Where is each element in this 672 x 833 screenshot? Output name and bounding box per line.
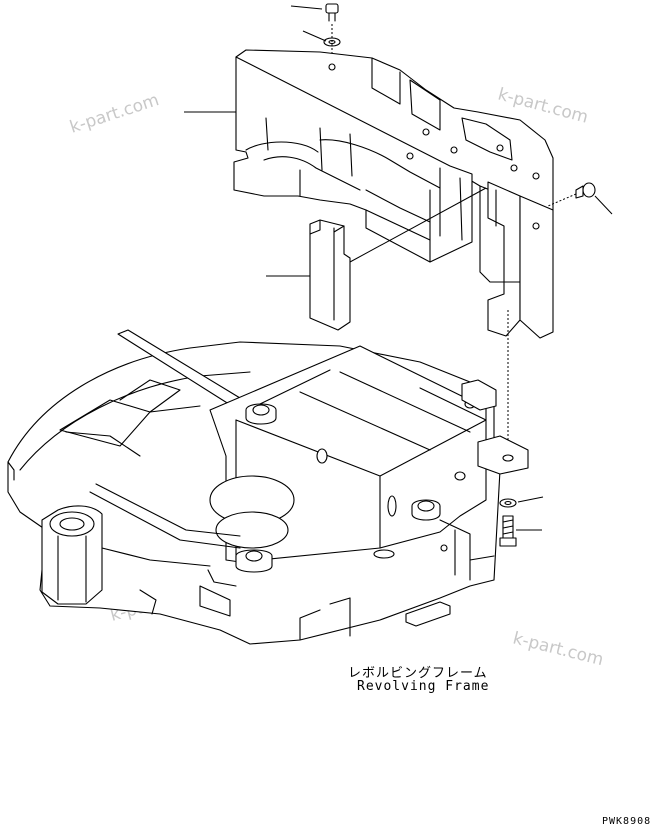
bolt-bottom-icon (499, 515, 517, 547)
watermark-1: k-part.com (67, 90, 161, 138)
leader-washer-bottom (517, 496, 544, 503)
counterweight-icon (233, 49, 554, 339)
spacer-block-icon (309, 219, 351, 331)
leader-bolt-top (290, 5, 323, 10)
caption-english: Revolving Frame (357, 679, 490, 694)
washer-bottom-icon (499, 498, 517, 508)
drawing-code: PWK8908 (602, 816, 652, 827)
leader-side-bolt (594, 195, 613, 215)
watermark-4: k-part.com (511, 628, 606, 670)
leader-washer-top (302, 30, 327, 42)
axis-side (547, 193, 577, 207)
caption-japanese: レボルビングフレーム (348, 666, 488, 681)
side-bolt-icon (575, 182, 596, 199)
bolt-top-icon (325, 3, 339, 22)
leader-spacer-link (349, 187, 487, 263)
revolving-frame-icon (7, 329, 529, 645)
